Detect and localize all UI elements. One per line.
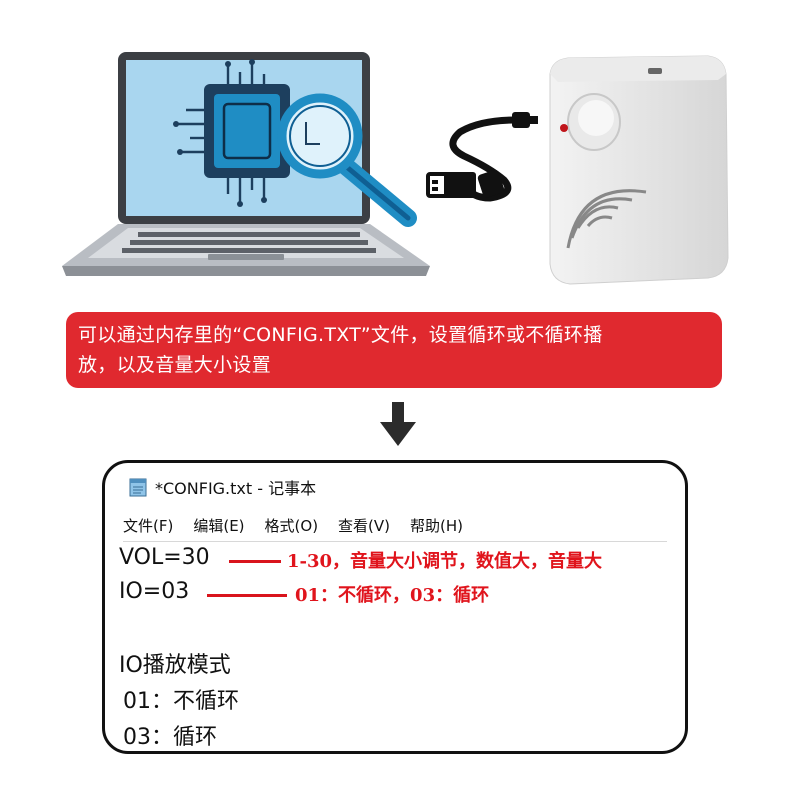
- menu-help[interactable]: 帮助(H): [410, 517, 463, 535]
- annotation-io: 01：不循环，03：循环: [295, 585, 490, 606]
- menu-file[interactable]: 文件(F): [123, 517, 174, 535]
- banner-line-2: 放，以及音量大小设置: [78, 354, 272, 376]
- notepad-window: *CONFIG.txt - 记事本 文件(F) 编辑(E) 格式(O) 查看(V…: [102, 460, 688, 754]
- annotation-vol: 1-30，音量大小调节，数值大，音量大: [287, 551, 603, 572]
- window-title: *CONFIG.txt - 记事本: [155, 479, 317, 498]
- config-line-io: IO=03: [119, 579, 190, 604]
- notepad-app-icon: [129, 478, 147, 497]
- speaker-device-icon: [549, 55, 729, 285]
- mode-heading: IO播放模式: [119, 653, 231, 678]
- text-editor-area[interactable]: VOL=30 1-30，音量大小调节，数值大，音量大 IO=03 01：不循环，…: [119, 543, 675, 750]
- chip-icon: [173, 59, 317, 207]
- menu-edit[interactable]: 编辑(E): [193, 517, 245, 535]
- annotation-pointer-io: [207, 594, 287, 597]
- menu-bar: 文件(F) 编辑(E) 格式(O) 查看(V) 帮助(H): [123, 515, 463, 536]
- config-line-vol: VOL=30: [119, 545, 210, 570]
- menu-format[interactable]: 格式(O): [264, 517, 319, 535]
- mode-option-03: 03：循环: [123, 725, 217, 750]
- title-bar: *CONFIG.txt - 记事本: [127, 473, 316, 501]
- description-banner: 可以通过内存里的“CONFIG.TXT”文件，设置循环或不循环播 放，以及音量大…: [66, 312, 722, 388]
- menu-view[interactable]: 查看(V): [338, 517, 391, 535]
- annotation-pointer-vol: [229, 560, 281, 563]
- laptop-icon: [62, 52, 430, 276]
- magnifier-icon: [277, 93, 417, 227]
- usb-cable-icon: [426, 112, 538, 202]
- menu-divider: [123, 541, 667, 542]
- banner-line-1: 可以通过内存里的“CONFIG.TXT”文件，设置循环或不循环播: [78, 324, 603, 346]
- down-arrow-icon: [380, 402, 416, 446]
- mode-option-01: 01：不循环: [123, 689, 239, 714]
